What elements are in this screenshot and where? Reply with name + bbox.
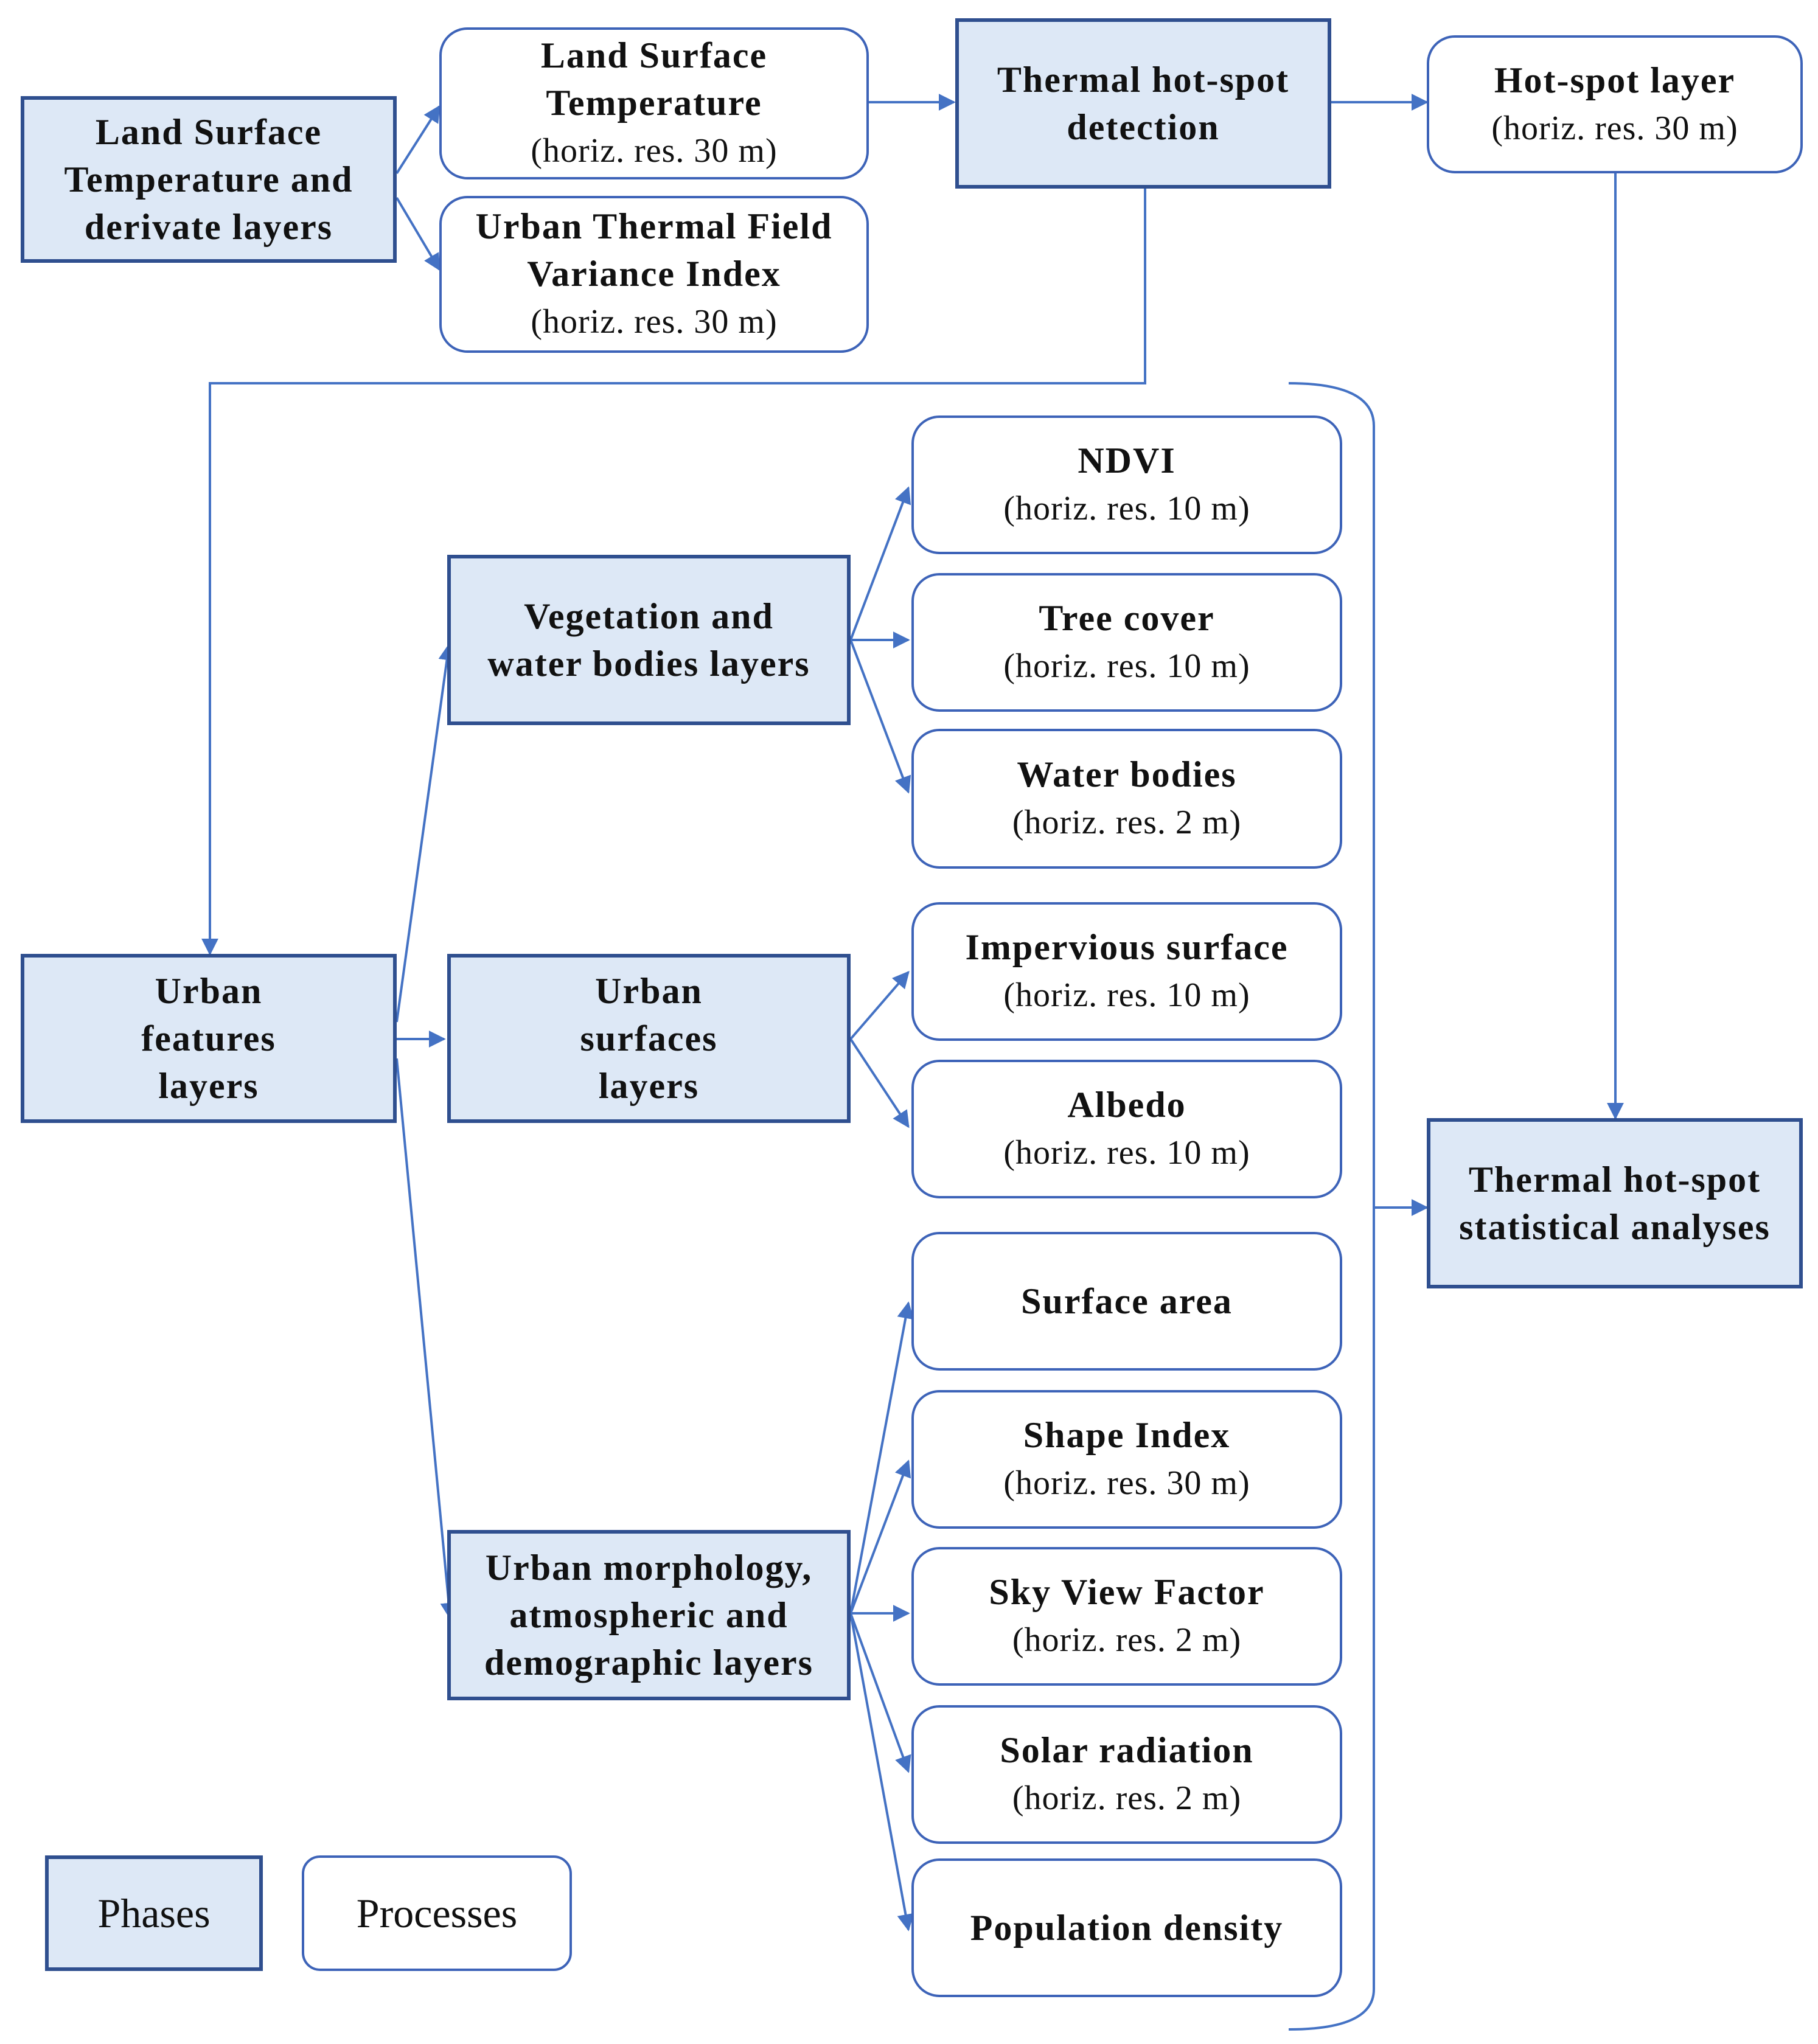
process-solar-radiation-resolution: (horiz. res. 2 m) bbox=[1012, 1779, 1242, 1817]
process-tree-cover-resolution: (horiz. res. 10 m) bbox=[1003, 647, 1250, 685]
process-population-density: Population density bbox=[911, 1858, 1342, 1997]
legend-processes-label: Processes bbox=[356, 1889, 518, 1936]
process-shape-index-resolution: (horiz. res. 30 m) bbox=[1003, 1464, 1250, 1502]
process-impervious: Impervious surface (horiz. res. 10 m) bbox=[911, 902, 1342, 1041]
process-hotspot-layer-resolution: (horiz. res. 30 m) bbox=[1491, 109, 1738, 147]
process-albedo-resolution: (horiz. res. 10 m) bbox=[1003, 1134, 1250, 1172]
process-utfvi: Urban Thermal Field Variance Index (hori… bbox=[439, 196, 869, 353]
arrow-urban-features-to-morphology bbox=[395, 1058, 458, 1620]
phase-statistical-analyses: Thermal hot-spot statistical analyses bbox=[1427, 1118, 1803, 1288]
process-hotspot-layer: Hot-spot layer (horiz. res. 30 m) bbox=[1427, 35, 1803, 173]
phase-urban-surfaces: Urban surfaces layers bbox=[447, 954, 851, 1123]
process-water-bodies-title: Water bodies bbox=[1017, 754, 1237, 794]
process-utfvi-title: Urban Thermal Field Variance Index bbox=[475, 206, 833, 294]
phase-hotspot-detection-label: Thermal hot-spot detection bbox=[997, 60, 1290, 147]
legend-processes: Processes bbox=[302, 1855, 572, 1971]
process-sky-view-factor-title: Sky View Factor bbox=[989, 1572, 1265, 1612]
process-utfvi-resolution: (horiz. res. 30 m) bbox=[531, 303, 778, 341]
phase-vegetation-water: Vegetation and water bodies layers bbox=[447, 555, 851, 725]
process-water-bodies: Water bodies (horiz. res. 2 m) bbox=[911, 729, 1342, 869]
arrow-morphology-to-solar bbox=[849, 1613, 911, 1773]
arrow-surfaces-to-albedo bbox=[849, 1038, 910, 1128]
legend-phases-label: Phases bbox=[97, 1889, 211, 1936]
process-ndvi-title: NDVI bbox=[1078, 440, 1176, 481]
process-tree-cover-title: Tree cover bbox=[1039, 598, 1215, 638]
process-sky-view-factor-resolution: (horiz. res. 2 m) bbox=[1012, 1621, 1242, 1659]
process-impervious-title: Impervious surface bbox=[965, 927, 1289, 967]
process-hotspot-layer-title: Hot-spot layer bbox=[1494, 60, 1736, 100]
process-water-bodies-resolution: (horiz. res. 2 m) bbox=[1012, 804, 1242, 841]
process-surface-area: Surface area bbox=[911, 1232, 1342, 1371]
arrow-morphology-to-shape-index bbox=[849, 1459, 911, 1614]
arrow-detection-to-urban-features bbox=[201, 189, 1146, 956]
process-lst-resolution: (horiz. res. 30 m) bbox=[531, 132, 778, 170]
process-impervious-resolution: (horiz. res. 10 m) bbox=[1003, 976, 1250, 1014]
arrow-vegetation-to-ndvi bbox=[849, 486, 911, 641]
arrow-morphology-to-surface-area bbox=[849, 1301, 914, 1614]
phase-urban-surfaces-label: Urban surfaces layers bbox=[580, 971, 718, 1106]
process-albedo: Albedo (horiz. res. 10 m) bbox=[911, 1060, 1342, 1198]
process-solar-radiation: Solar radiation (horiz. res. 2 m) bbox=[911, 1705, 1342, 1844]
phase-urban-features-label: Urban features layers bbox=[141, 971, 276, 1106]
process-population-density-title: Population density bbox=[970, 1908, 1284, 1948]
arrow-lst-phase-to-lst bbox=[395, 105, 441, 175]
arrow-urban-features-to-vegetation bbox=[395, 643, 456, 1023]
process-ndvi: NDVI (horiz. res. 10 m) bbox=[911, 415, 1342, 554]
arrow-surfaces-to-impervious bbox=[849, 970, 910, 1040]
phase-vegetation-water-label: Vegetation and water bodies layers bbox=[487, 596, 810, 684]
phase-statistical-analyses-label: Thermal hot-spot statistical analyses bbox=[1459, 1159, 1771, 1247]
arrow-vegetation-to-water bbox=[849, 639, 911, 794]
process-shape-index-title: Shape Index bbox=[1023, 1415, 1231, 1455]
process-lst: Land Surface Temperature (horiz. res. 30… bbox=[439, 27, 869, 179]
phase-urban-features: Urban features layers bbox=[21, 954, 397, 1123]
process-lst-title: Land Surface Temperature bbox=[540, 35, 768, 123]
arrow-lst-phase-to-utfvi bbox=[395, 196, 441, 271]
process-sky-view-factor: Sky View Factor (horiz. res. 2 m) bbox=[911, 1547, 1342, 1686]
process-shape-index: Shape Index (horiz. res. 30 m) bbox=[911, 1390, 1342, 1529]
process-surface-area-title: Surface area bbox=[1021, 1281, 1233, 1321]
process-albedo-title: Albedo bbox=[1067, 1085, 1186, 1125]
phase-lst-derivate-label: Land Surface Temperature and derivate la… bbox=[64, 112, 354, 247]
phase-hotspot-detection: Thermal hot-spot detection bbox=[955, 18, 1331, 189]
legend-phases: Phases bbox=[45, 1855, 263, 1971]
phase-morphology-label: Urban morphology, atmospheric and demogr… bbox=[484, 1548, 813, 1683]
arrow-morphology-to-population bbox=[849, 1613, 914, 1931]
phase-lst-derivate: Land Surface Temperature and derivate la… bbox=[21, 96, 397, 263]
process-solar-radiation-title: Solar radiation bbox=[1000, 1730, 1254, 1770]
phase-morphology: Urban morphology, atmospheric and demogr… bbox=[447, 1530, 851, 1700]
process-tree-cover: Tree cover (horiz. res. 10 m) bbox=[911, 573, 1342, 712]
process-ndvi-resolution: (horiz. res. 10 m) bbox=[1003, 490, 1250, 527]
